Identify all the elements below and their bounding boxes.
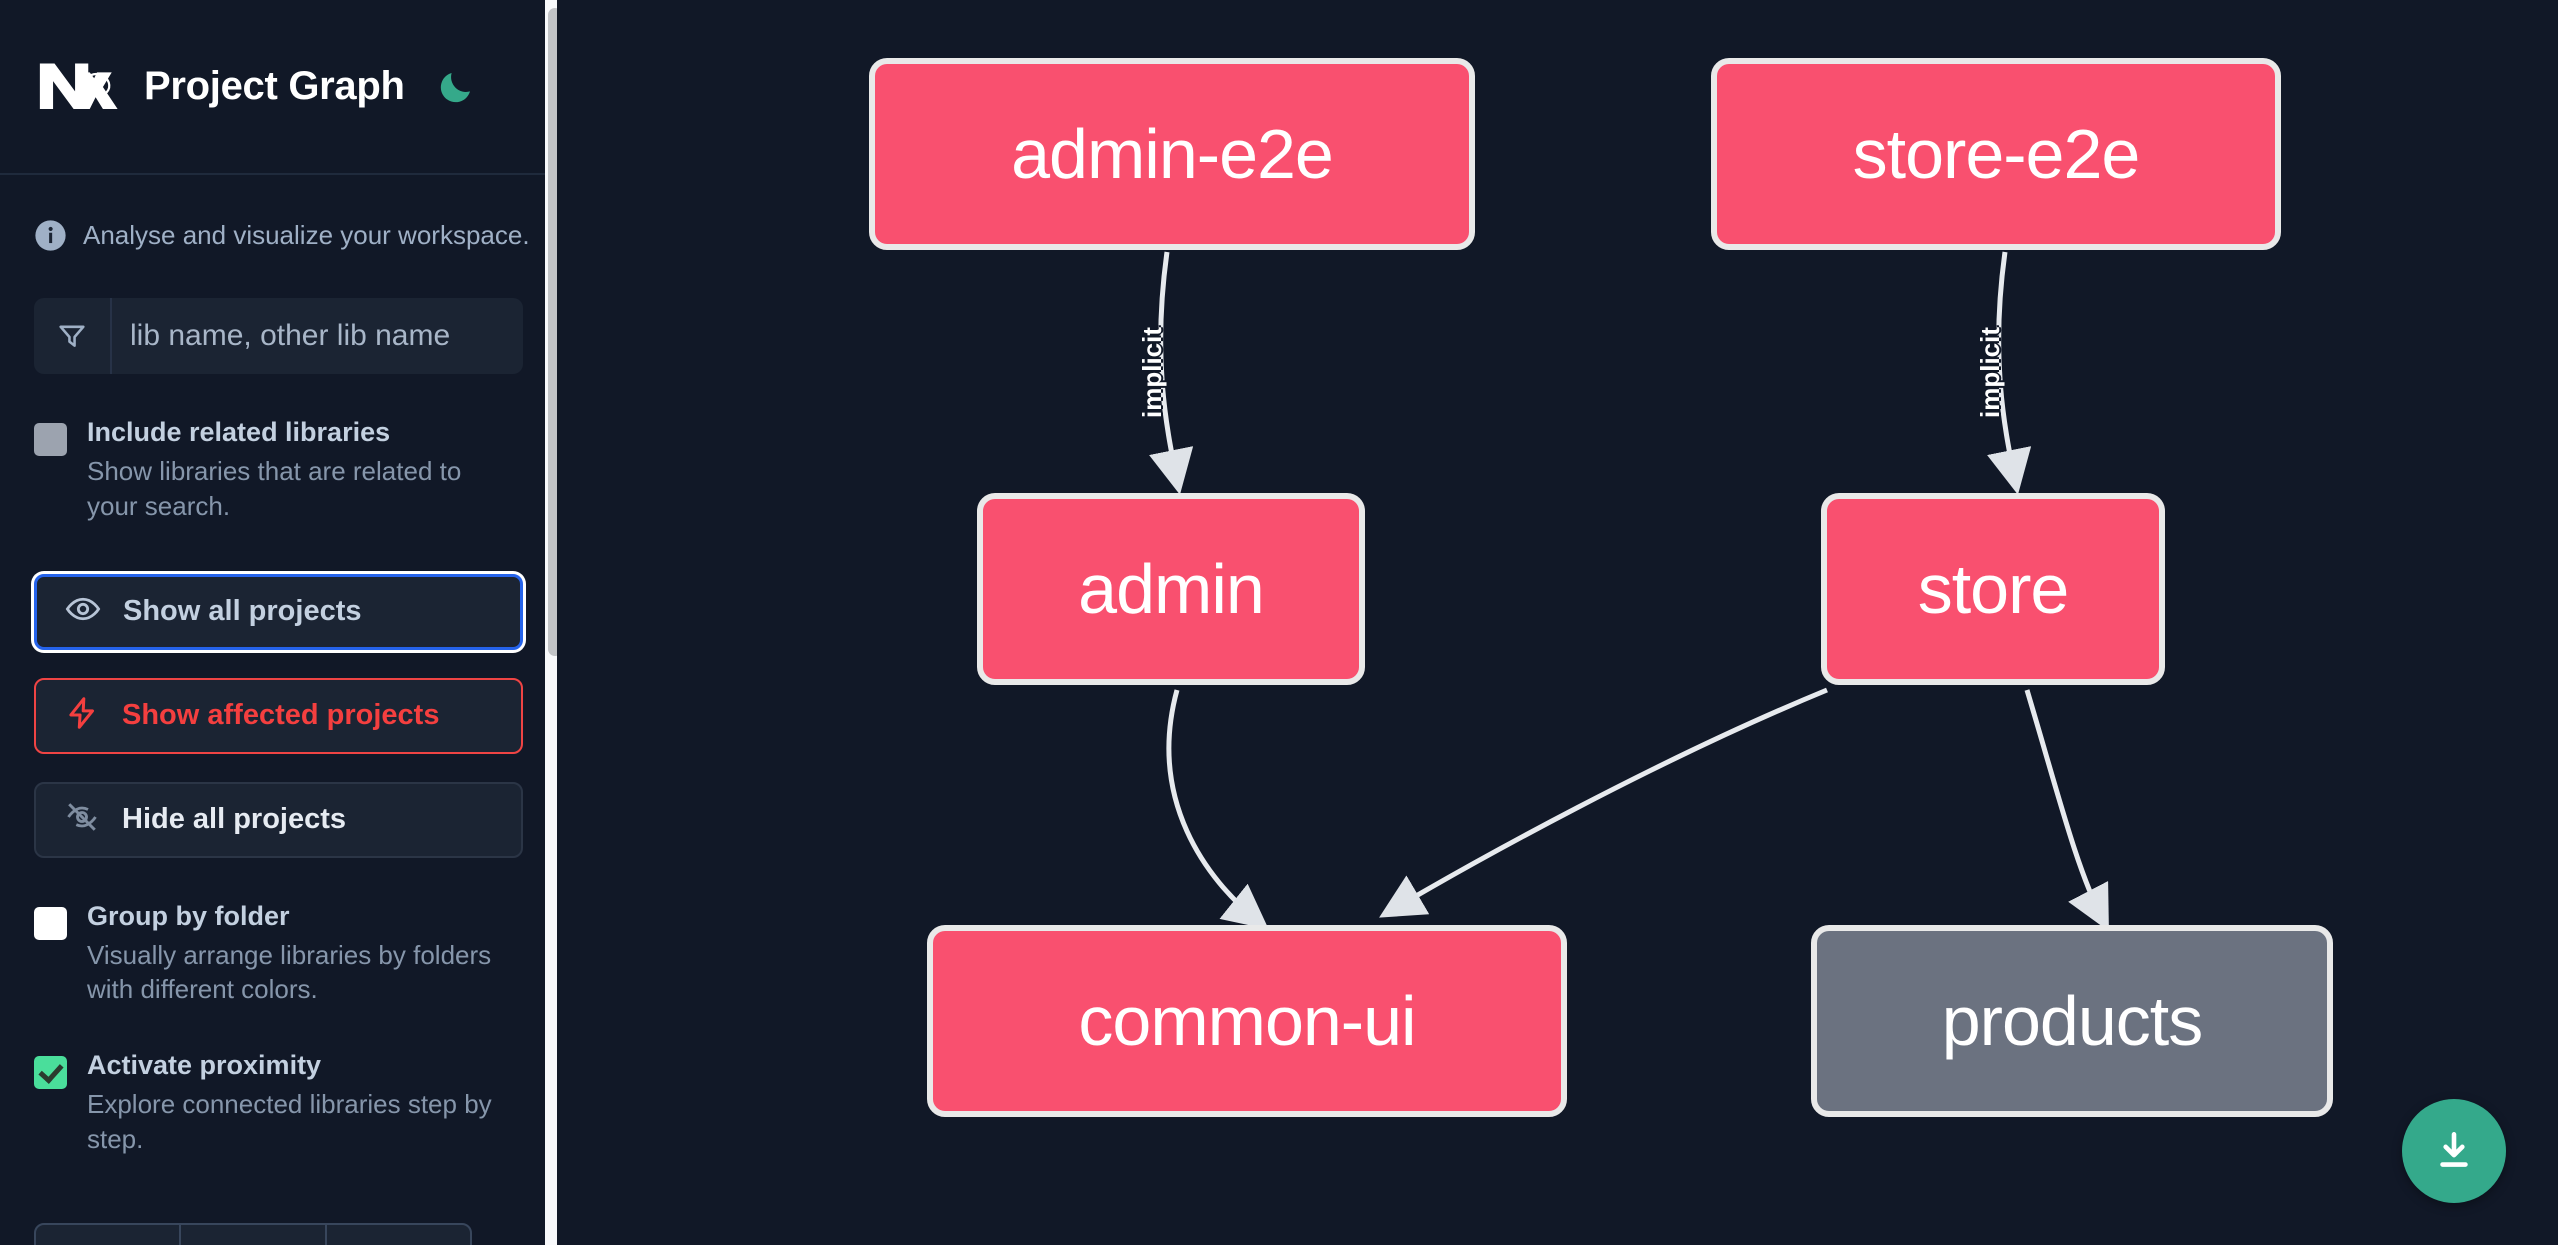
nx-logo-icon [34, 57, 122, 117]
checkbox-activate-proximity[interactable]: Activate proximity Explore connected lib… [34, 1051, 523, 1157]
graph-node-admin-label: admin [1078, 550, 1265, 628]
hide-all-projects-button[interactable]: Hide all projects [34, 781, 523, 858]
checkbox-activate-proximity-label: Activate proximity [87, 1050, 322, 1080]
graph-node-admin-e2e-label: admin-e2e [1011, 115, 1334, 193]
checkbox-activate-proximity-box[interactable] [34, 1056, 67, 1089]
graph-node-common-ui-label: common-ui [1078, 982, 1416, 1060]
hide-all-projects-label: Hide all projects [122, 803, 347, 835]
show-all-projects-label: Show all projects [123, 595, 362, 627]
checkbox-include-related-libraries-box[interactable] [34, 423, 67, 456]
graph-node-store-e2e[interactable]: store-e2e [1711, 58, 2281, 250]
analyse-row: Analyse and visualize your workspace. [34, 175, 530, 252]
show-affected-projects-button[interactable]: Show affected projects [34, 677, 523, 754]
checkbox-include-related-libraries-desc: Show libraries that are related to your … [87, 456, 462, 521]
filter-icon [34, 298, 112, 374]
page-title: Project Graph [144, 64, 405, 108]
checkbox-group-by-folder[interactable]: Group by folder Visually arrange librari… [34, 900, 523, 1008]
checkbox-group-by-folder-box[interactable] [34, 906, 67, 940]
checkbox-group-by-folder-label: Group by folder [87, 900, 290, 931]
sidebar-scrollbar-thumb[interactable] [548, 8, 557, 656]
graph-edges [1149, 251, 2109, 932]
checkbox-include-related-libraries-label: Include related libraries [87, 417, 391, 447]
graph-node-admin[interactable]: admin [977, 493, 1365, 685]
segment-1[interactable] [36, 1225, 182, 1245]
download-icon [2440, 1132, 2468, 1167]
lightning-bolt-icon [64, 695, 100, 736]
show-affected-projects-label: Show affected projects [122, 699, 440, 731]
graph-node-admin-e2e[interactable]: admin-e2e [869, 58, 1475, 250]
graph-node-store[interactable]: store [1821, 493, 2165, 685]
segment-3[interactable] [327, 1225, 470, 1245]
eye-off-icon [64, 799, 100, 840]
segment-2[interactable] [181, 1225, 327, 1245]
eye-icon [65, 591, 101, 632]
moon-icon[interactable] [433, 64, 479, 110]
sidebar-body: Analyse and visualize your workspace. In… [0, 175, 557, 1157]
show-all-projects-button[interactable]: Show all projects [34, 573, 523, 650]
sidebar: Project Graph Analyse and visualize your… [0, 0, 557, 1245]
info-circle-icon [34, 219, 67, 252]
proximity-step-segmented-control[interactable] [34, 1223, 472, 1245]
graph-node-common-ui[interactable]: common-ui [927, 925, 1567, 1117]
search-input[interactable] [112, 298, 523, 374]
graph-node-store-label: store [1917, 550, 2070, 628]
graph-node-products[interactable]: products [1811, 925, 2333, 1117]
graph-canvas[interactable]: admin-e2e store-e2e admin store common-u… [557, 0, 2558, 1245]
sidebar-header: Project Graph [0, 0, 557, 175]
project-visibility-buttons: Show all projects Show affected projects [34, 573, 523, 858]
checkbox-include-related-libraries[interactable]: Include related libraries Show libraries… [34, 418, 523, 524]
analyse-text: Analyse and visualize your workspace. [83, 220, 530, 250]
checkbox-activate-proximity-desc: Explore connected libraries step by step… [87, 1089, 492, 1154]
graph-node-store-e2e-label: store-e2e [1852, 115, 2141, 193]
download-button[interactable] [2402, 1099, 2506, 1203]
checkbox-group-by-folder-desc: Visually arrange libraries by folders wi… [87, 939, 492, 1005]
graph-node-products-label: products [1941, 982, 2203, 1060]
search-box[interactable] [34, 298, 523, 374]
